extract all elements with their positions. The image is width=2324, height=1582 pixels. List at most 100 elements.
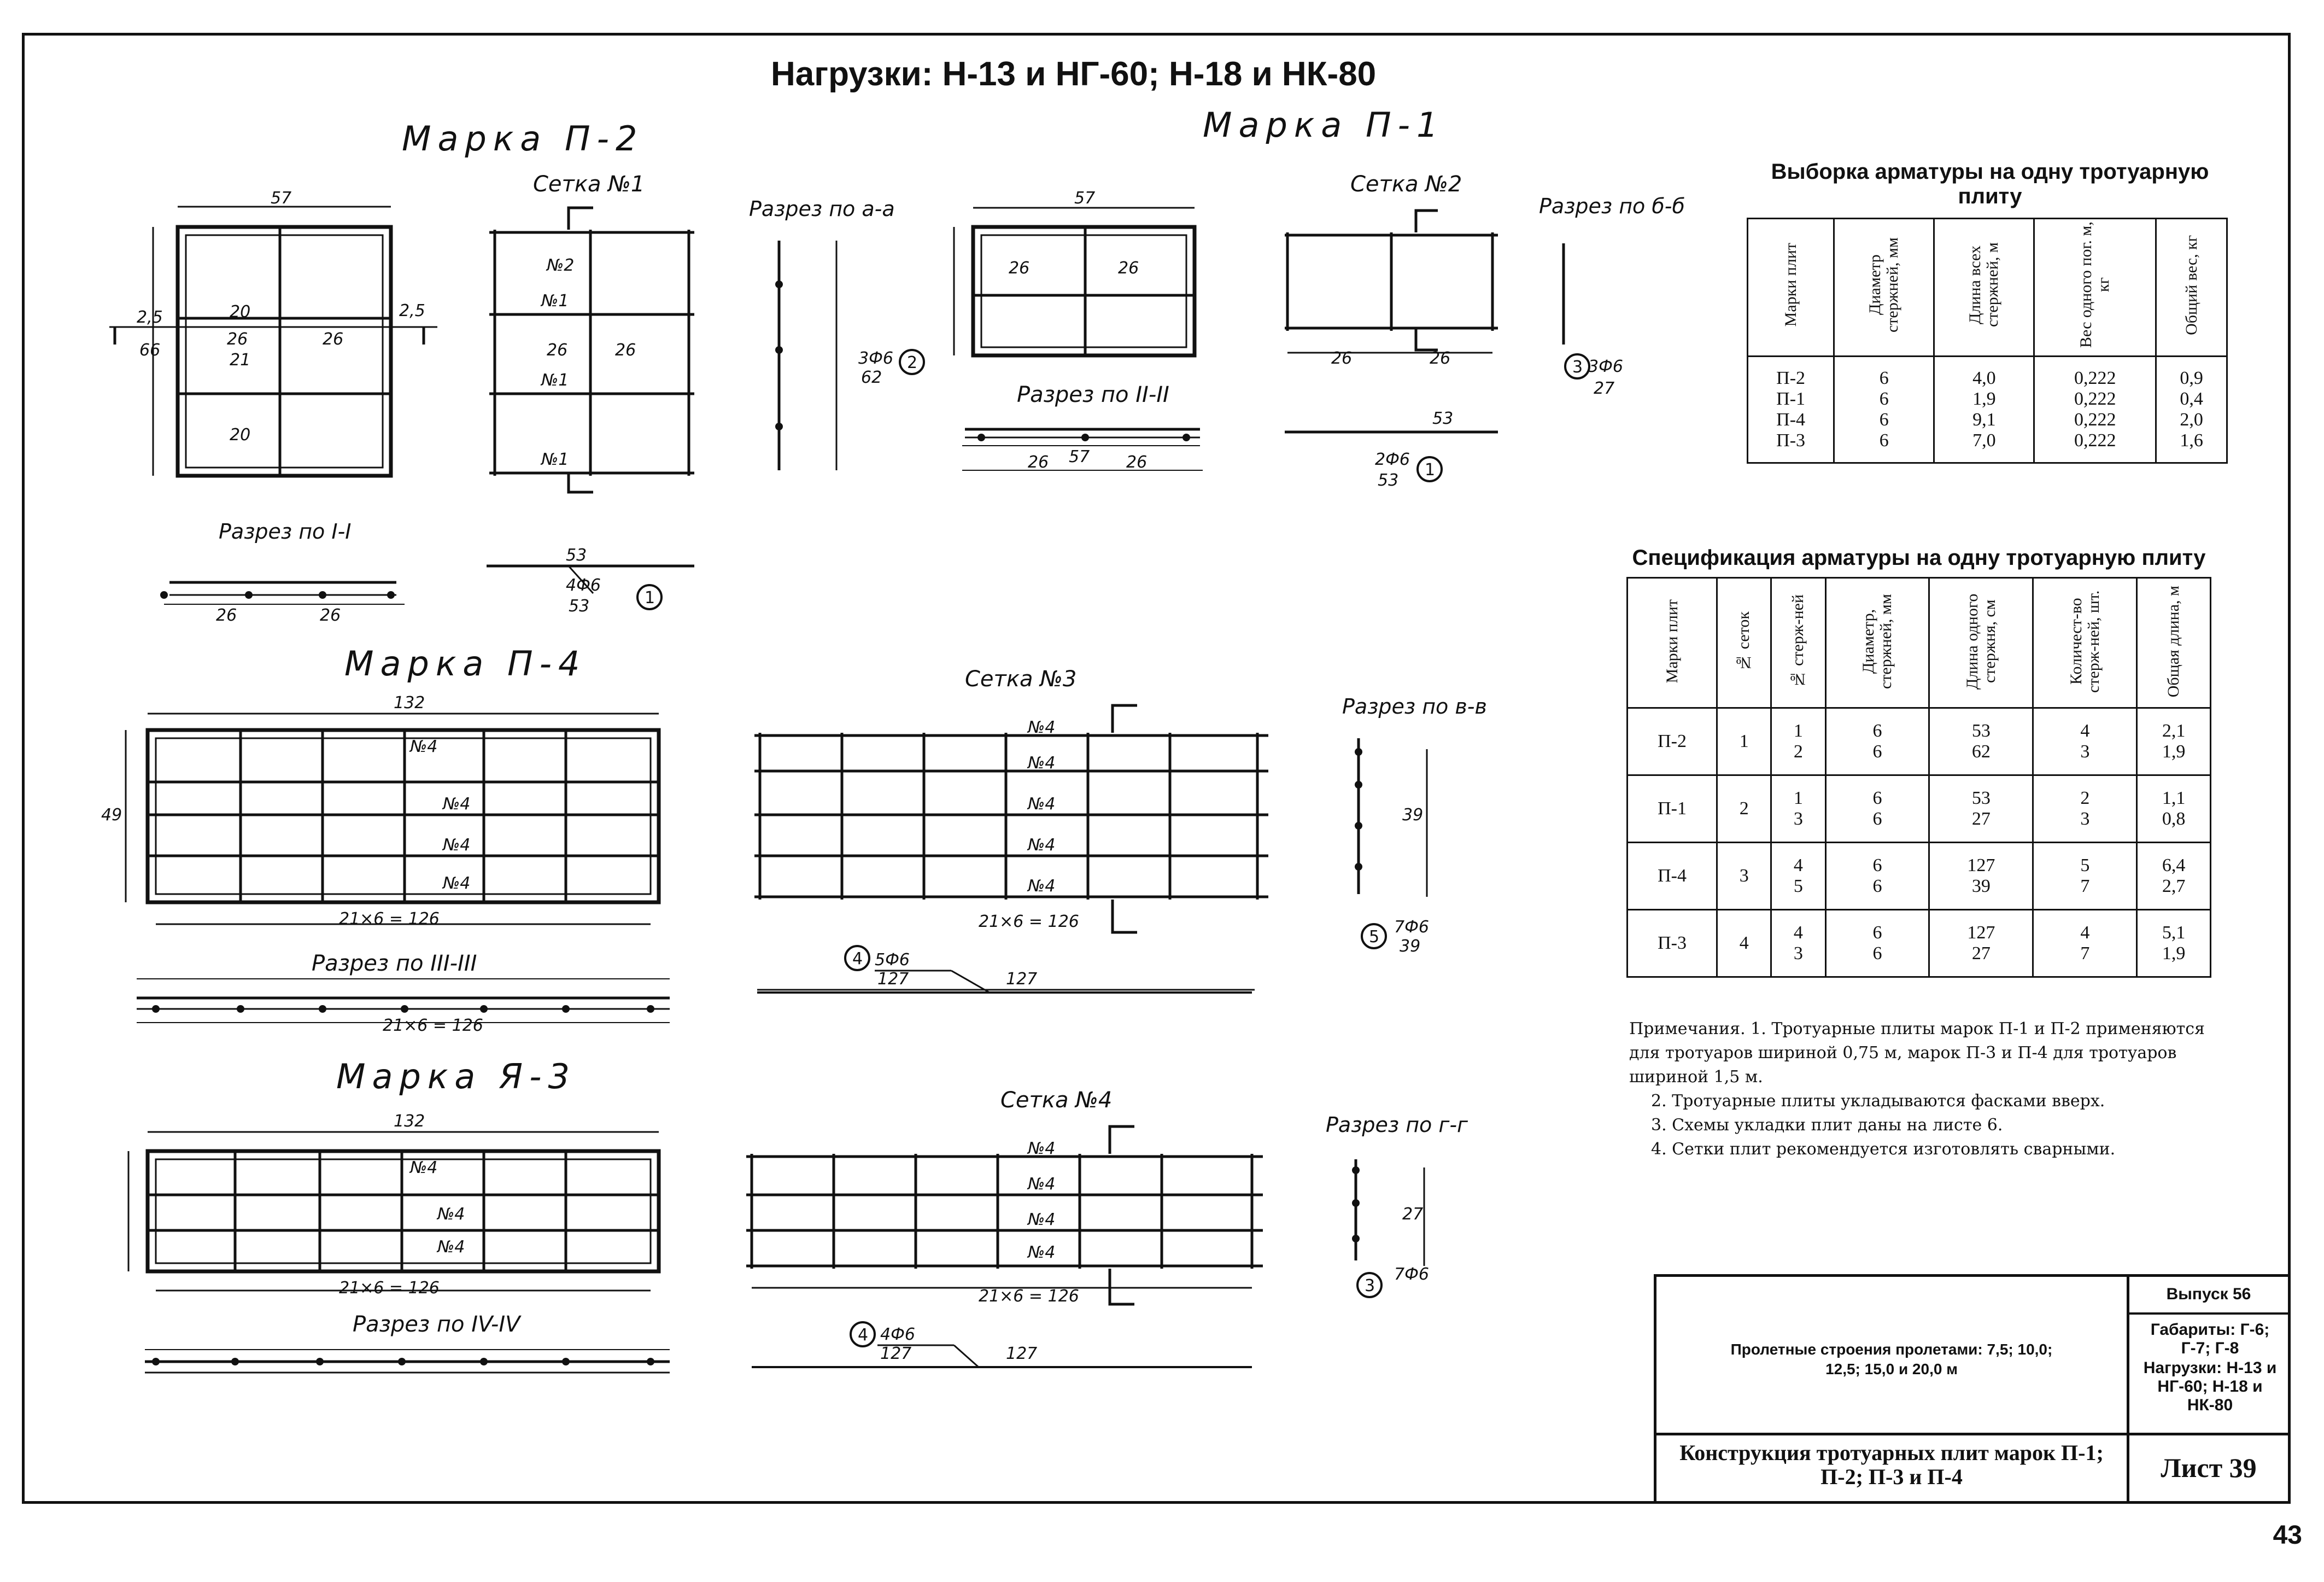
dim-26-b: 26: [323, 330, 343, 349]
drawing-title: Нагрузки: Н-13 и НГ-60; Н-18 и НК-80: [771, 55, 1377, 93]
dim-53-s2b: 53: [1378, 471, 1398, 490]
f5f6-label: 5Ф6: [875, 950, 910, 970]
t2-r3-c1: 4: [1716, 909, 1772, 978]
t1-col-len: 4,0 1,9 9,1 7,0: [1933, 356, 2035, 464]
circle-2-label: 2: [907, 353, 917, 372]
dim-27-gg: 27: [1402, 1205, 1423, 1224]
dim-26-s1b: 26: [615, 341, 636, 360]
mark-p3-label: Марка Я-3: [336, 1056, 576, 1096]
t1-h-total: Общий вес, кг: [2155, 218, 2228, 357]
dim-53-bar1: 53: [566, 546, 587, 565]
notes-block: Примечания. 1. Тротуарные плиты марок П-…: [1629, 1017, 2220, 1161]
t2-r3-c5: 4 7: [2032, 909, 2138, 978]
dim-20-a: 20: [230, 302, 250, 322]
n4-s3b: №4: [1027, 754, 1055, 773]
dim-126-s3: 21×6 = 126: [383, 1016, 483, 1035]
mark-p4-label: Марка П-4: [344, 644, 586, 684]
t2-r0-c2: 1 2: [1770, 707, 1827, 776]
f4f6-bar1: 4Ф6: [566, 576, 601, 595]
dim-26-a: 26: [227, 330, 248, 349]
t2-r2-c0: П-4: [1626, 842, 1718, 910]
n4-s4d: №4: [1027, 1243, 1055, 1262]
t2-r1-c5: 2 3: [2032, 774, 2138, 843]
t1-col-total: 0,9 0,4 2,0 1,6: [2155, 356, 2228, 464]
stamp-loads: Нагрузки: Н-13 и НГ-60; Н-18 и НК-80: [2143, 1359, 2277, 1414]
dim-57-p1-bot: 57: [1069, 447, 1090, 466]
razrez-1-label: Разрез по I-I: [219, 519, 352, 544]
page-number: 43: [2273, 1521, 2302, 1550]
n1-s1a: №1: [540, 291, 569, 311]
dim-26-s1: 26: [547, 341, 567, 360]
table2-caption: Спецификация арматуры на одну тротуарную…: [1632, 546, 2206, 570]
dim-26-1a: 26: [216, 606, 237, 625]
t2-r0-c0: П-2: [1626, 707, 1718, 776]
p2-plate-plan: [109, 206, 437, 478]
f3f6-aa: 3Ф6: [858, 349, 893, 368]
note-2: 2. Тротуарные плиты укладываются фасками…: [1651, 1091, 2105, 1111]
circle-5-label: 5: [1369, 927, 1379, 947]
t1-h-diam: Диаметр стержней, мм: [1833, 218, 1935, 357]
n1-s1b: №1: [540, 371, 569, 390]
mark-p1-label: Марка П-1: [1203, 105, 1444, 145]
t2-r1-c3: 6 6: [1824, 774, 1930, 843]
t2-r2-c2: 4 5: [1770, 842, 1827, 910]
n4-p4c: №4: [442, 836, 470, 855]
t2-r3-c6: 5,1 1,9: [2136, 909, 2211, 978]
t2-h-1: № сеток: [1716, 577, 1772, 709]
note-1: Примечания. 1. Тротуарные плиты марок П-…: [1629, 1019, 2205, 1087]
n2-s1: №2: [546, 256, 574, 275]
dim-127-s3b: 127: [1006, 970, 1037, 989]
t2-r2-c5: 5 7: [2032, 842, 2138, 910]
circle-4b-label: 4: [858, 1326, 868, 1345]
dim-127-s4: 127: [880, 1344, 911, 1363]
dim-26-s2b: 26: [1430, 349, 1450, 368]
n4-s3e: №4: [1027, 877, 1055, 896]
note-4: 4. Сетки плит рекомендуется изготовлять …: [1651, 1140, 2116, 1159]
weld-dots: [152, 281, 1362, 1365]
t2-h-0: Марки плит: [1626, 577, 1718, 709]
dim-21: 21: [230, 351, 250, 370]
section-4: [145, 1349, 670, 1374]
dim-126-p4: 21×6 = 126: [339, 909, 440, 929]
t2-r3-c4: 127 27: [1928, 909, 2034, 978]
razrez-aa-label: Разрез по а-а: [749, 197, 895, 221]
n4-p4b: №4: [442, 795, 470, 814]
razrez-bb-label: Разрез по б-б: [1539, 194, 1685, 218]
stamp-issue: Выпуск 56: [2166, 1285, 2251, 1303]
stamp-construction: Конструкция тротуарных плит марок П-1; П…: [1679, 1440, 2104, 1489]
dim-26-p1b: 26: [1118, 259, 1139, 278]
circle-3b-label: 3: [1365, 1276, 1375, 1295]
t2-r2-c1: 3: [1716, 842, 1772, 910]
p4-plate-plan: [125, 713, 661, 925]
table1-caption: Выборка арматуры на одну тротуарную плит…: [1771, 160, 2209, 208]
circle-3-label: 3: [1572, 358, 1583, 377]
dim-2-5-b: 2,5: [399, 301, 425, 320]
t2-r1-c1: 2: [1716, 774, 1772, 843]
table-row: П-2 1 1 2 6 6 53 62 4 3 2,1 1,9: [1626, 707, 2211, 776]
dim-26-p1c: 26: [1028, 453, 1049, 472]
t2-h-3: Диаметр, стержней, мм: [1824, 577, 1930, 709]
t2-r1-c0: П-1: [1626, 774, 1718, 843]
n4-s3a: №4: [1027, 718, 1055, 737]
n4-s3c: №4: [1027, 795, 1055, 814]
section-gg: [1354, 1159, 1425, 1266]
f2f6-label: 2Ф6: [1375, 450, 1410, 469]
t1-col-weight: 0,222 0,222 0,222 0,222: [2033, 356, 2157, 464]
stamp-gabarits: Габариты: Г-6; Г-7; Г-8: [2150, 1321, 2270, 1357]
t2-r3-c0: П-3: [1626, 909, 1718, 978]
f7f6-vv: 7Ф6: [1394, 918, 1429, 937]
f3f6-bb: 3Ф6: [1588, 357, 1623, 376]
note-3: 3. Схемы укладки плит даны на листе 6.: [1651, 1116, 2003, 1135]
dim-127-s3: 127: [877, 970, 909, 989]
t2-r3-c2: 4 3: [1770, 909, 1827, 978]
setka3-label: Сетка №3: [965, 667, 1076, 692]
t2-r2-c3: 6 6: [1824, 842, 1930, 910]
n4-s4a: №4: [1027, 1139, 1055, 1158]
t2-r1-c2: 1 3: [1770, 774, 1827, 843]
section-aa: [777, 241, 838, 470]
table-row: П-1 2 1 3 6 6 53 27 2 3 1,1 0,8: [1626, 774, 2211, 843]
dim-126-p3: 21×6 = 126: [339, 1279, 440, 1298]
t2-r1-c4: 53 27: [1928, 774, 2034, 843]
n4-p4a: №4: [409, 737, 437, 756]
dim-39-vv: 39: [1402, 805, 1423, 825]
